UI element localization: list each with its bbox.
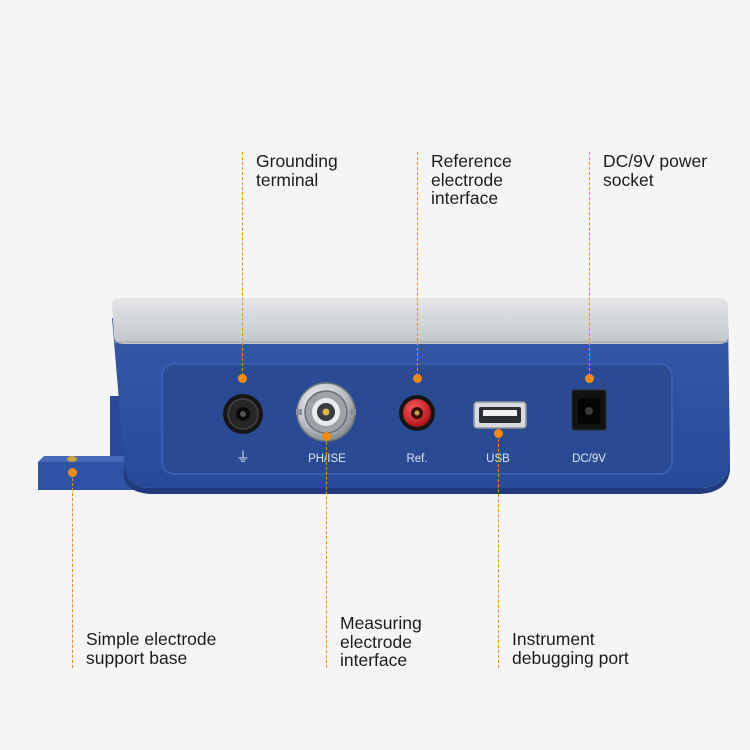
leader-dot-measuring: [322, 432, 331, 441]
callout-grounding-terminal: Grounding terminal: [256, 151, 338, 190]
meter-lid: [112, 298, 728, 344]
callout-debugging-port: Instrument debugging port: [512, 629, 629, 668]
dc-socket: [571, 389, 607, 431]
leader-dot-reference: [413, 374, 422, 383]
leader-debug: [498, 439, 499, 668]
leader-dot-power: [585, 374, 594, 383]
ref-label: Ref.: [406, 453, 427, 465]
usb-port: [473, 401, 527, 429]
ground-symbol-label: ⏚: [236, 449, 250, 465]
ph-ise-label: PH/ISE: [308, 453, 346, 465]
leader-dot-debug: [494, 429, 503, 438]
leader-dot-grounding: [238, 374, 247, 383]
support-screw-hole: [67, 456, 77, 462]
reference-terminal: [399, 395, 435, 431]
dc-label: DC/9V: [572, 453, 606, 465]
grounding-terminal: [223, 394, 263, 434]
leader-power: [589, 152, 590, 376]
leader-grounding: [242, 152, 243, 376]
callout-power-socket: DC/9V power socket: [603, 151, 708, 190]
leader-dot-support: [68, 468, 77, 477]
callout-reference-electrode: Reference electrode interface: [431, 151, 512, 208]
leader-reference: [417, 152, 418, 376]
leader-measuring: [326, 442, 327, 668]
leader-support: [72, 478, 73, 668]
bnc-connector: [296, 382, 356, 442]
callout-measuring-electrode: Measuring electrode interface: [340, 613, 422, 670]
callout-support-base: Simple electrode support base: [86, 629, 217, 668]
